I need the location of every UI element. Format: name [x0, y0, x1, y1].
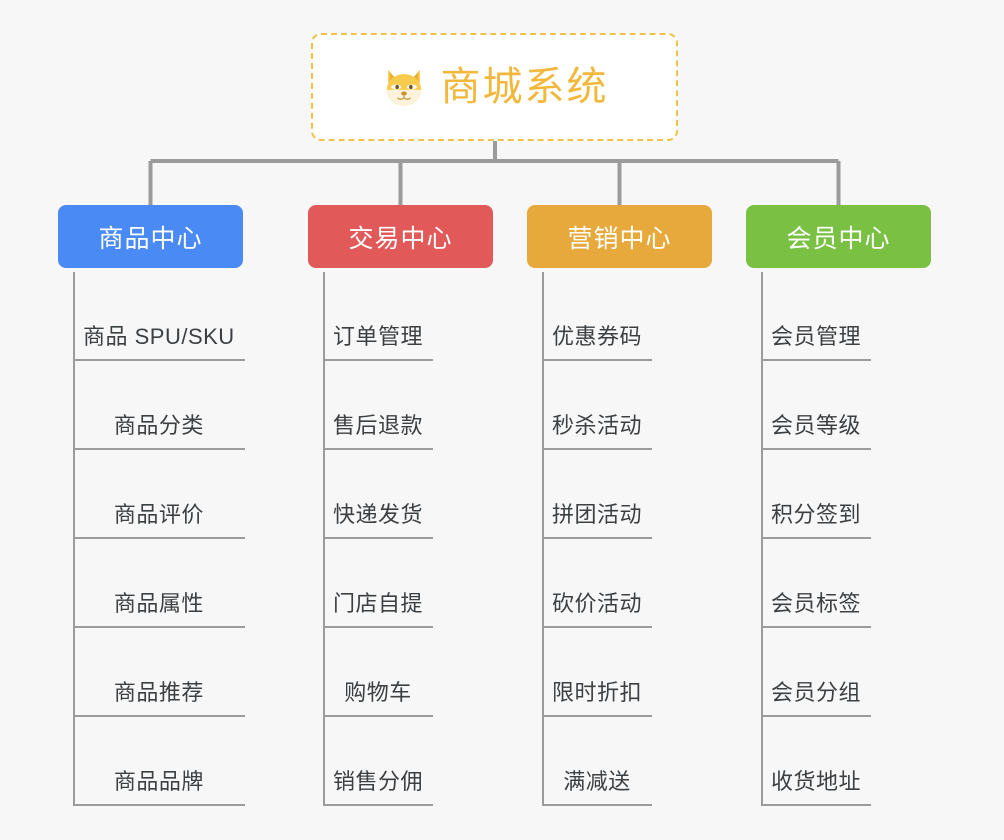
- leaf-item-label: 购物车: [344, 680, 412, 705]
- leaf-trunk-line: [761, 272, 763, 806]
- leaf-item[interactable]: 购物车: [323, 628, 434, 717]
- category-box-trade-center[interactable]: 交易中心: [308, 205, 493, 268]
- leaf-item[interactable]: 满减送: [542, 717, 653, 806]
- leaf-item-label: 拼团活动: [552, 502, 643, 527]
- leaf-item-label: 商品推荐: [113, 680, 204, 705]
- leaf-trunk-line: [542, 272, 544, 806]
- leaf-item-label: 砍价活动: [552, 591, 643, 616]
- leaf-column-product-center: 商品 SPU/SKU 商品分类商品评价商品属性商品推荐商品品牌: [73, 272, 245, 806]
- leaf-item-label: 商品属性: [113, 591, 204, 616]
- leaf-item[interactable]: 商品分类: [73, 361, 245, 450]
- category-box-member-center[interactable]: 会员中心: [746, 205, 931, 268]
- leaf-item[interactable]: 拼团活动: [542, 450, 653, 539]
- leaf-item[interactable]: 商品属性: [73, 539, 245, 628]
- category-label: 营销中心: [567, 224, 672, 253]
- category-label: 商品中心: [98, 224, 203, 253]
- leaf-item[interactable]: 销售分佣: [323, 717, 434, 806]
- leaf-item[interactable]: 订单管理: [323, 272, 434, 361]
- leaf-item-label: 会员分组: [771, 680, 862, 705]
- leaf-item-label: 商品品牌: [113, 769, 204, 794]
- category-box-product-center[interactable]: 商品中心: [58, 205, 243, 268]
- leaf-trunk-line: [73, 272, 75, 806]
- leaf-item[interactable]: 优惠券码: [542, 272, 653, 361]
- leaf-item-label: 满减送: [563, 769, 631, 794]
- leaf-item[interactable]: 门店自提: [323, 539, 434, 628]
- leaf-item-label: 订单管理: [333, 324, 424, 349]
- leaf-item[interactable]: 商品 SPU/SKU: [73, 272, 245, 361]
- leaf-item[interactable]: 收货地址: [761, 717, 872, 806]
- leaf-item[interactable]: 砍价活动: [542, 539, 653, 628]
- leaf-item[interactable]: 会员标签: [761, 539, 872, 628]
- leaf-item-label: 销售分佣: [333, 769, 424, 794]
- leaf-item-label: 商品评价: [113, 502, 204, 527]
- category-label: 会员中心: [786, 224, 891, 253]
- leaf-item[interactable]: 商品品牌: [73, 717, 245, 806]
- leaf-item[interactable]: 商品推荐: [73, 628, 245, 717]
- leaf-column-trade-center: 订单管理售后退款快递发货门店自提购物车销售分佣: [323, 272, 434, 806]
- category-label: 交易中心: [348, 224, 453, 253]
- leaf-item-label: 会员管理: [771, 324, 862, 349]
- leaf-item[interactable]: 商品评价: [73, 450, 245, 539]
- leaf-item-label: 会员等级: [771, 413, 862, 438]
- leaf-item-label: 商品分类: [113, 413, 204, 438]
- leaf-item-label: 售后退款: [333, 413, 424, 438]
- leaf-column-marketing-center: 优惠券码秒杀活动拼团活动砍价活动限时折扣满减送: [542, 272, 653, 806]
- leaf-item-label: 积分签到: [771, 502, 862, 527]
- leaf-item-label: 优惠券码: [552, 324, 643, 349]
- leaf-item-label: 门店自提: [333, 591, 424, 616]
- shiba-inu-dog-face-icon: [381, 64, 427, 110]
- leaf-item-label: 秒杀活动: [552, 413, 643, 438]
- leaf-trunk-line: [323, 272, 325, 806]
- leaf-item[interactable]: 会员分组: [761, 628, 872, 717]
- leaf-item[interactable]: 秒杀活动: [542, 361, 653, 450]
- category-box-marketing-center[interactable]: 营销中心: [527, 205, 712, 268]
- leaf-column-member-center: 会员管理会员等级积分签到会员标签会员分组收货地址: [761, 272, 872, 806]
- leaf-item-label: 会员标签: [771, 591, 862, 616]
- leaf-item-label: 收货地址: [771, 769, 862, 794]
- leaf-item[interactable]: 积分签到: [761, 450, 872, 539]
- root-to-category-connectors: [148, 141, 841, 205]
- leaf-item[interactable]: 会员管理: [761, 272, 872, 361]
- leaf-item-label: 限时折扣: [552, 680, 643, 705]
- root-node[interactable]: 商城系统: [311, 33, 678, 141]
- leaf-item-label: 快递发货: [333, 502, 424, 527]
- leaf-item[interactable]: 会员等级: [761, 361, 872, 450]
- leaf-item[interactable]: 售后退款: [323, 361, 434, 450]
- root-title: 商城系统: [440, 65, 609, 109]
- leaf-item[interactable]: 快递发货: [323, 450, 434, 539]
- leaf-item[interactable]: 限时折扣: [542, 628, 653, 717]
- leaf-item-label: 商品 SPU/SKU: [83, 324, 235, 349]
